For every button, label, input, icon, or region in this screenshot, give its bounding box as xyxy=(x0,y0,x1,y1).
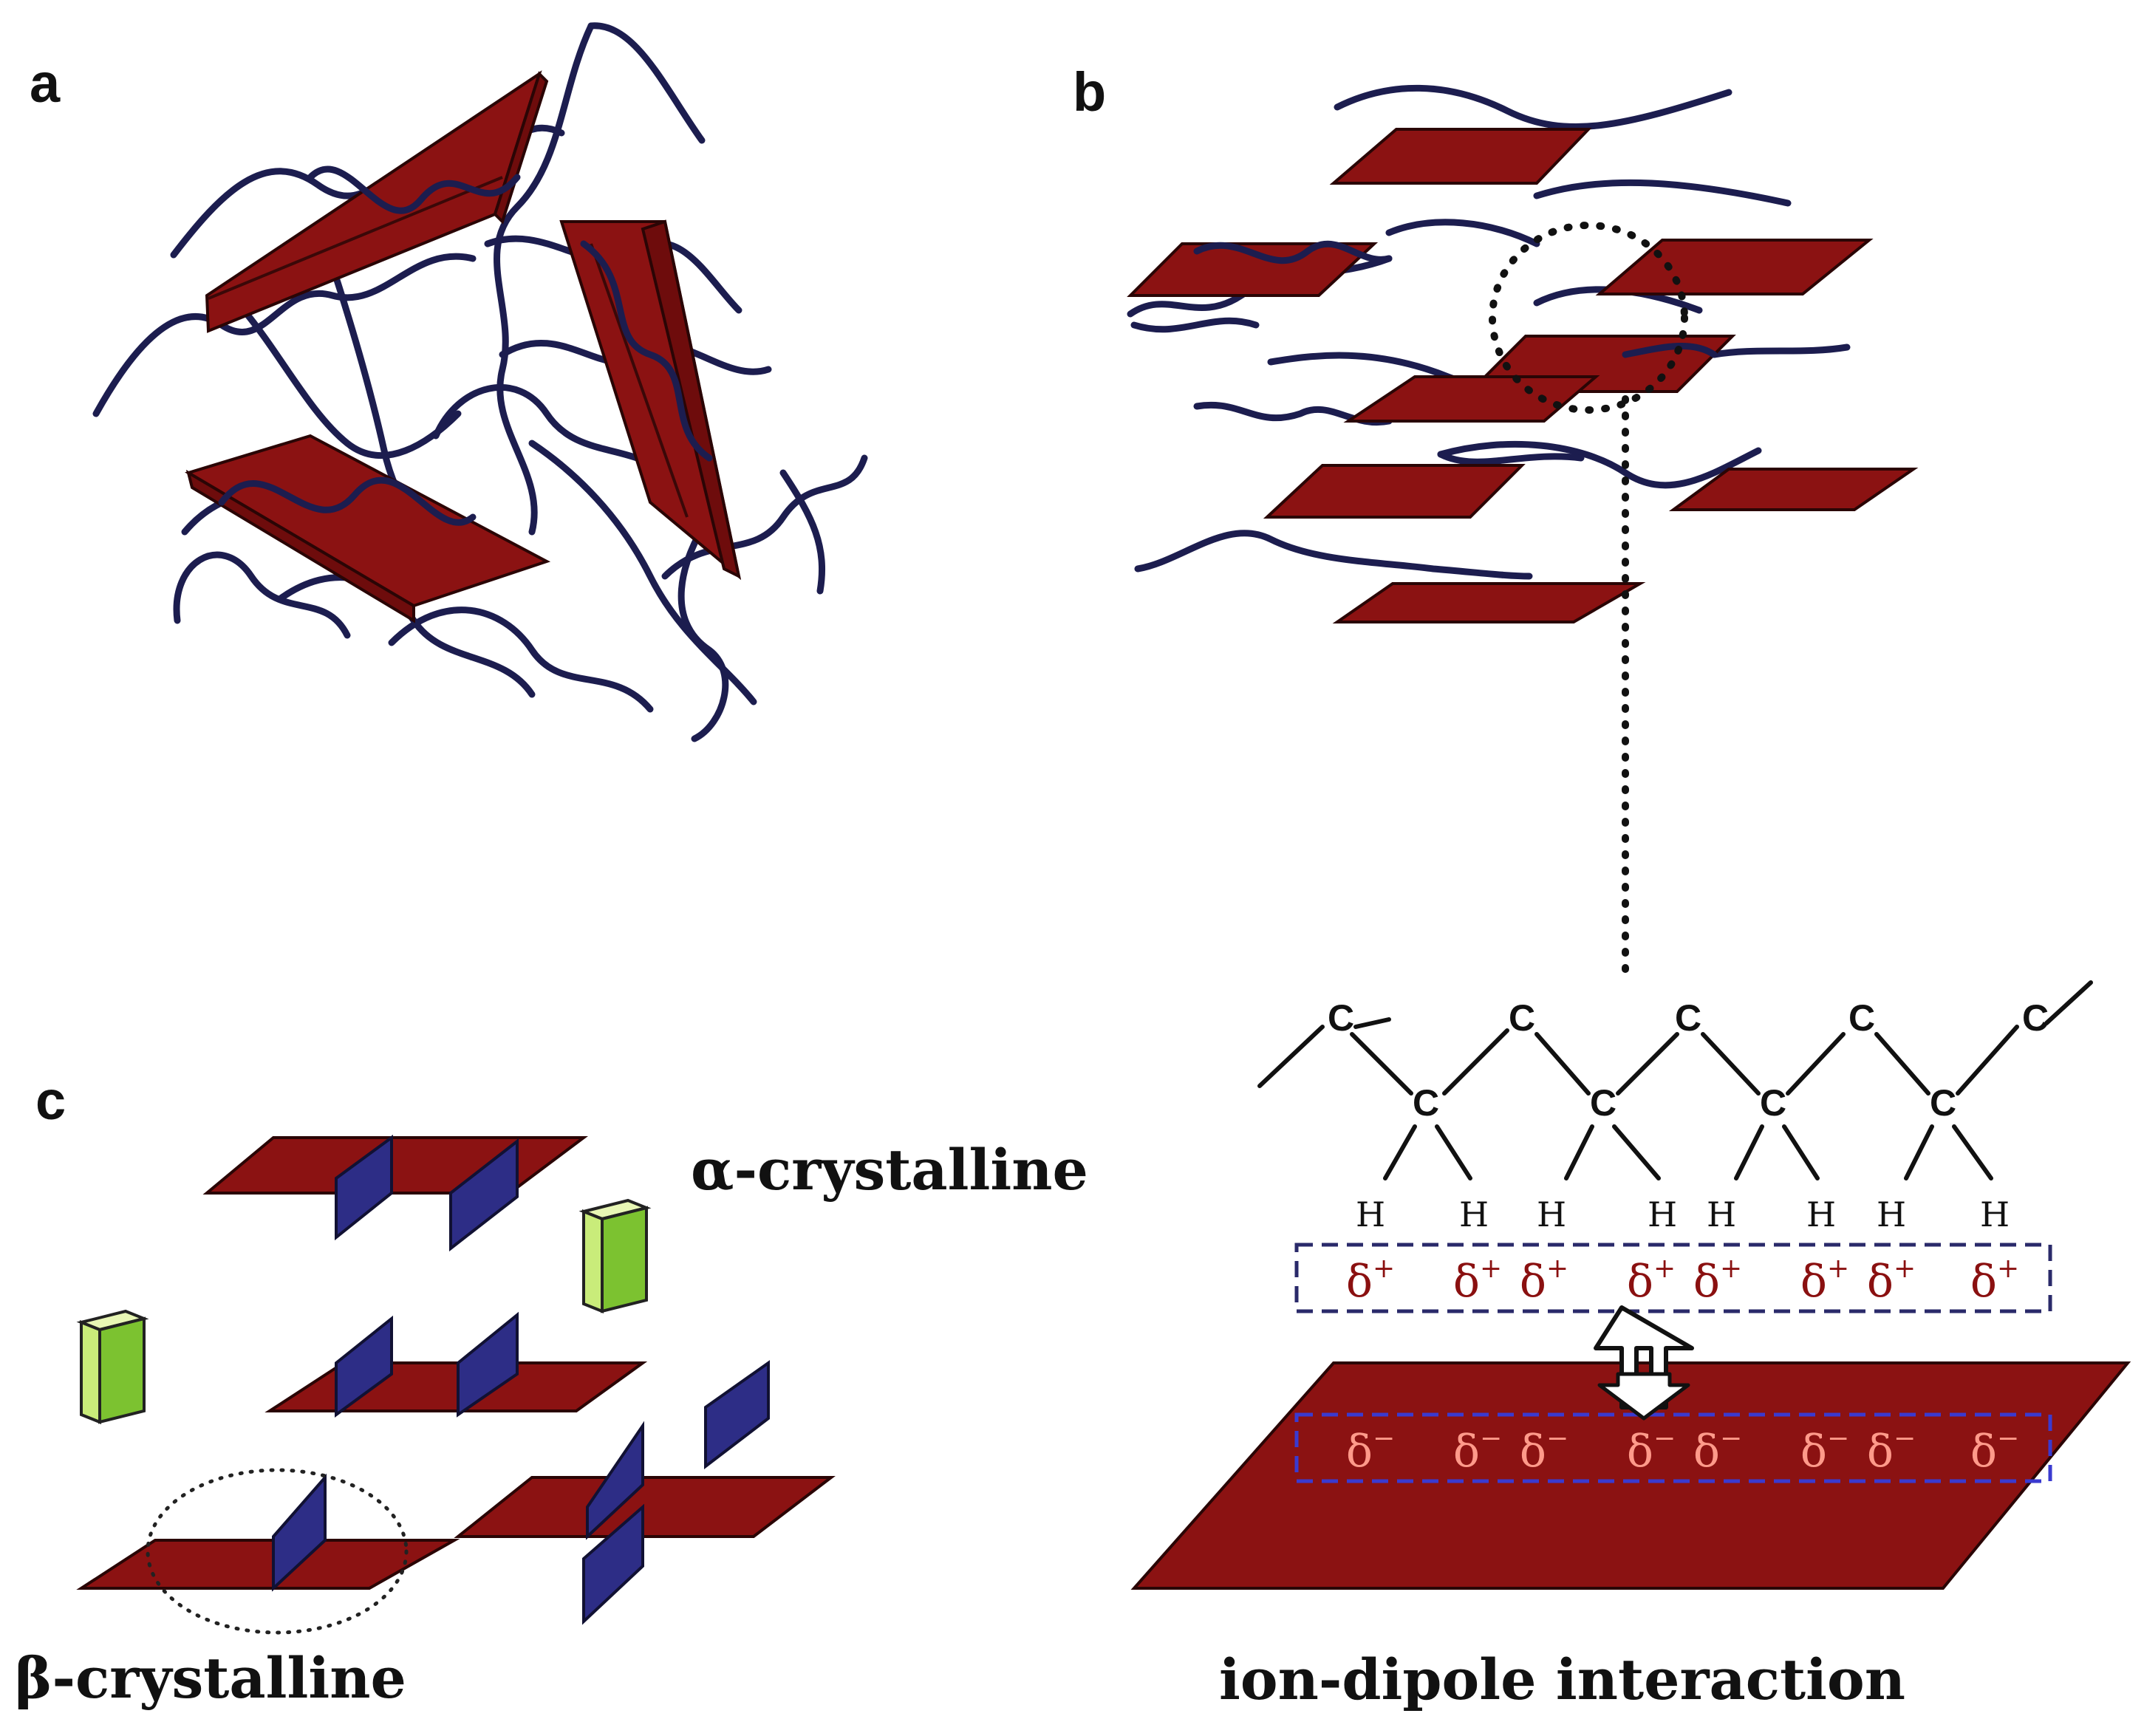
delta-plus-1: δ+ xyxy=(1453,1254,1502,1308)
panel-b: b xyxy=(1073,61,1919,975)
delta-minus-box xyxy=(1294,1412,2052,1483)
delta-minus-6: δ− xyxy=(1867,1424,1916,1477)
interaction-arrow xyxy=(1594,1305,1694,1421)
panel-b-sheets xyxy=(1127,128,1919,623)
delta-plus-3: δ+ xyxy=(1627,1254,1676,1308)
panel-a-chains xyxy=(92,22,868,742)
panel-c-sheet-bottom-left xyxy=(76,1473,460,1592)
ch-bond xyxy=(1734,1124,1764,1180)
panel-b-sheet-6 xyxy=(1263,464,1526,519)
ch-bond xyxy=(1564,1124,1594,1180)
delta-plus-7: δ+ xyxy=(1970,1254,2019,1308)
ch-bond xyxy=(1435,1124,1472,1180)
delta-plus-2: δ+ xyxy=(1520,1254,1568,1308)
panel-a-sheet-bottom xyxy=(185,434,551,623)
carbon-atom-upper-0: C xyxy=(1328,997,1354,1039)
hydrogen-atom-7: H xyxy=(1980,1195,2010,1234)
hydrogen-atom-4: H xyxy=(1707,1195,1736,1234)
panel-a: a xyxy=(30,22,868,742)
delta-plus-5: δ+ xyxy=(1800,1254,1849,1308)
panel-b-sheet-1 xyxy=(1329,128,1592,185)
delta-plus-6: δ+ xyxy=(1867,1254,1916,1308)
carbon-atom-upper-4: C xyxy=(2022,997,2049,1039)
panel-a-chains-front xyxy=(218,165,713,526)
hydrogen-atom-0: H xyxy=(1356,1195,1385,1234)
delta-plus-0: δ+ xyxy=(1346,1254,1395,1308)
alpha-crystalline-label: α-crystalline xyxy=(691,1137,1088,1203)
hydrogen-atom-1: H xyxy=(1459,1195,1489,1234)
delta-plus-row: δ+ δ+ δ+ δ+ δ+ δ+ δ+ δ+ xyxy=(1346,1254,2019,1308)
panel-letter-c: c xyxy=(35,1070,66,1131)
carbon-atom-upper-1: C xyxy=(1509,997,1535,1039)
ch-bond xyxy=(1782,1124,1820,1180)
delta-minus-7: δ− xyxy=(1970,1424,2019,1477)
carbon-atom-upper-3: C xyxy=(1848,997,1875,1039)
panel-letter-a: a xyxy=(30,52,61,114)
delta-minus-row: δ−δ−δ−δ−δ−δ−δ−δ− xyxy=(1346,1424,2019,1477)
delta-plus-4: δ+ xyxy=(1693,1254,1742,1308)
panel-b-sheet-7 xyxy=(1668,468,1919,511)
ch-bond xyxy=(1952,1124,1993,1180)
hydrogen-atom-3: H xyxy=(1648,1195,1677,1234)
ion-dipole-interaction-label: ion-dipole interaction xyxy=(1219,1647,1905,1712)
panel-c: c xyxy=(15,1070,1088,1711)
panel-c-green-block-left xyxy=(76,1309,149,1424)
panel-b-sheet-5 xyxy=(1343,375,1600,423)
ch-bond xyxy=(1612,1124,1661,1180)
panel-c-green-block-right xyxy=(578,1198,652,1313)
panel-c-sheet-top xyxy=(202,1135,588,1252)
carbon-atom-lower-0: C xyxy=(1413,1082,1439,1124)
panel-a-sheet-top xyxy=(205,70,549,333)
panel-b-sheet-2 xyxy=(1127,242,1379,297)
delta-minus-3: δ− xyxy=(1627,1424,1676,1477)
panel-letter-b: b xyxy=(1073,61,1106,123)
carbon-atoms: C C C C C C C C C xyxy=(1328,997,2049,1124)
hydrogen-atom-5: H xyxy=(1806,1195,1836,1234)
panel-b-chains-front xyxy=(1193,240,1718,358)
hydrogen-atom-6: H xyxy=(1877,1195,1906,1234)
carbon-atom-lower-1: C xyxy=(1590,1082,1616,1124)
hydrogen-atom-2: H xyxy=(1537,1195,1566,1234)
ch-bond xyxy=(1904,1124,1934,1180)
panel-c-lone-block xyxy=(704,1360,770,1470)
carbon-backbone xyxy=(1257,980,2093,1096)
ion-dipole-sheet xyxy=(1130,1361,2131,1590)
panel-c-sheet-mid xyxy=(264,1311,648,1418)
panel-a-sheet-right xyxy=(559,219,742,581)
panel-b-sheet-8 xyxy=(1332,582,1646,623)
carbon-atom-lower-3: C xyxy=(1930,1082,1956,1124)
carbon-atom-upper-2: C xyxy=(1675,997,1701,1039)
beta-crystalline-label: β-crystalline xyxy=(15,1645,406,1711)
panel-b-sheet-3 xyxy=(1595,239,1874,295)
panel-b-highlight-circle xyxy=(1489,222,1688,414)
panel-c-sheet-bottom-right xyxy=(454,1421,836,1625)
delta-plus-box xyxy=(1294,1243,2052,1313)
panel-c-beta-highlight xyxy=(146,1468,409,1635)
ch-bond xyxy=(1383,1124,1417,1180)
carbon-atom-lower-2: C xyxy=(1760,1082,1786,1124)
